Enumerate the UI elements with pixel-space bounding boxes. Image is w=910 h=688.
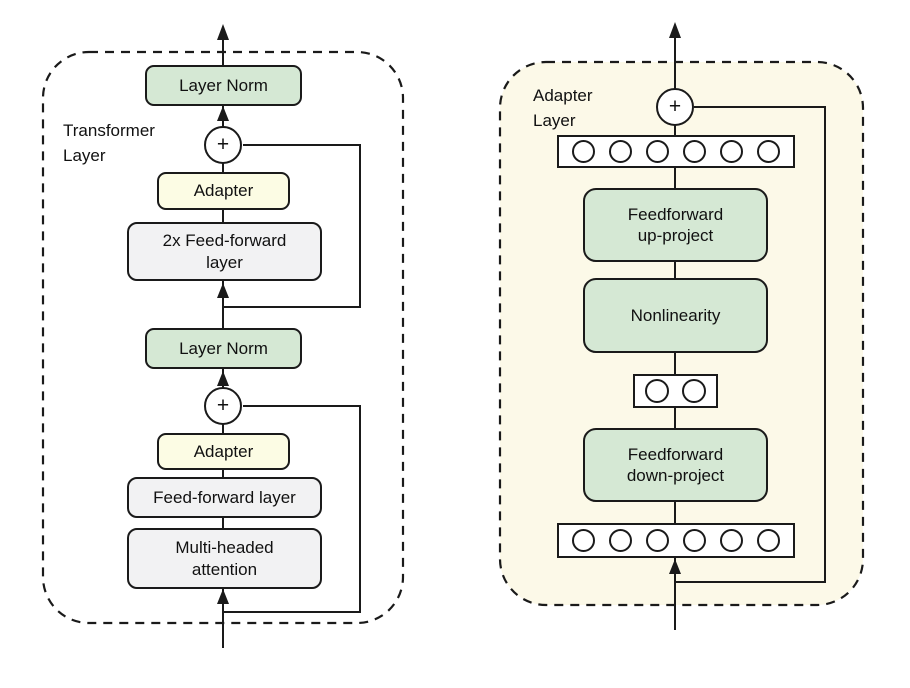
adapter-box-top: Adapter (157, 172, 290, 210)
arrow-up-icon (217, 106, 229, 121)
adapter-skip-connection (675, 106, 826, 583)
arrow-up-icon (217, 24, 229, 40)
feature-circle-icon (720, 529, 743, 552)
multi-headed-attention-box: Multi-headed attention (127, 528, 322, 589)
plus-circle-bottom: + (204, 387, 242, 425)
layer-norm-bottom-label: Layer Norm (179, 338, 268, 358)
residual-connection-top (223, 144, 361, 308)
adapter-layer-label: Adapter Layer (533, 84, 623, 133)
feature-circle-icon (683, 140, 706, 163)
arrow-up-icon (217, 589, 229, 604)
layer-norm-box-top: Layer Norm (145, 65, 302, 106)
feature-circle-icon (682, 379, 706, 403)
plus-circle-top: + (204, 126, 242, 164)
feature-circle-icon (757, 529, 780, 552)
feed-forward-2x-label: 2x Feed-forward layer (162, 231, 287, 272)
feed-forward-label: Feed-forward layer (153, 487, 296, 507)
feature-circle-icon (645, 379, 669, 403)
feature-row-bottom (557, 523, 795, 558)
feature-circle-icon (572, 529, 595, 552)
feature-circle-icon (683, 529, 706, 552)
feed-forward-2x-box: 2x Feed-forward layer (127, 222, 322, 281)
feedforward-up-project-label: Feedforward up-project (627, 204, 724, 245)
feature-circle-icon (646, 140, 669, 163)
feature-circle-icon (646, 529, 669, 552)
feature-row-top (557, 135, 795, 168)
layer-norm-box-bottom: Layer Norm (145, 328, 302, 369)
plus-icon: + (216, 132, 230, 156)
residual-connection-bottom (223, 405, 361, 613)
transformer-layer-label-text: Transformer Layer (63, 121, 155, 165)
arrow-up-icon (217, 371, 229, 386)
feature-circle-icon (757, 140, 780, 163)
plus-circle-adapter: + (656, 88, 694, 126)
arrow-up-icon (217, 283, 229, 298)
arrow-up-icon (669, 559, 681, 574)
feature-circle-icon (572, 140, 595, 163)
arrow-up-icon (669, 22, 681, 38)
adapter-layer-label-text: Adapter Layer (533, 86, 593, 130)
feature-circle-icon (609, 529, 632, 552)
feedforward-up-project-box: Feedforward up-project (583, 188, 768, 262)
feed-forward-box: Feed-forward layer (127, 477, 322, 518)
feature-circle-icon (720, 140, 743, 163)
bottleneck-circles-box (633, 374, 718, 408)
transformer-layer-label: Transformer Layer (63, 119, 178, 168)
layer-norm-top-label: Layer Norm (179, 75, 268, 95)
nonlinearity-label: Nonlinearity (630, 305, 721, 325)
adapter-top-label: Adapter (193, 181, 254, 201)
feature-circle-icon (609, 140, 632, 163)
adapter-bottom-label: Adapter (193, 441, 254, 461)
plus-icon: + (668, 94, 682, 118)
nonlinearity-box: Nonlinearity (583, 278, 768, 353)
adapter-box-bottom: Adapter (157, 433, 290, 470)
multi-headed-attention-label: Multi-headed attention (175, 538, 274, 579)
feedforward-down-project-box: Feedforward down-project (583, 428, 768, 502)
plus-icon: + (216, 393, 230, 417)
feedforward-down-project-label: Feedforward down-project (626, 444, 725, 485)
